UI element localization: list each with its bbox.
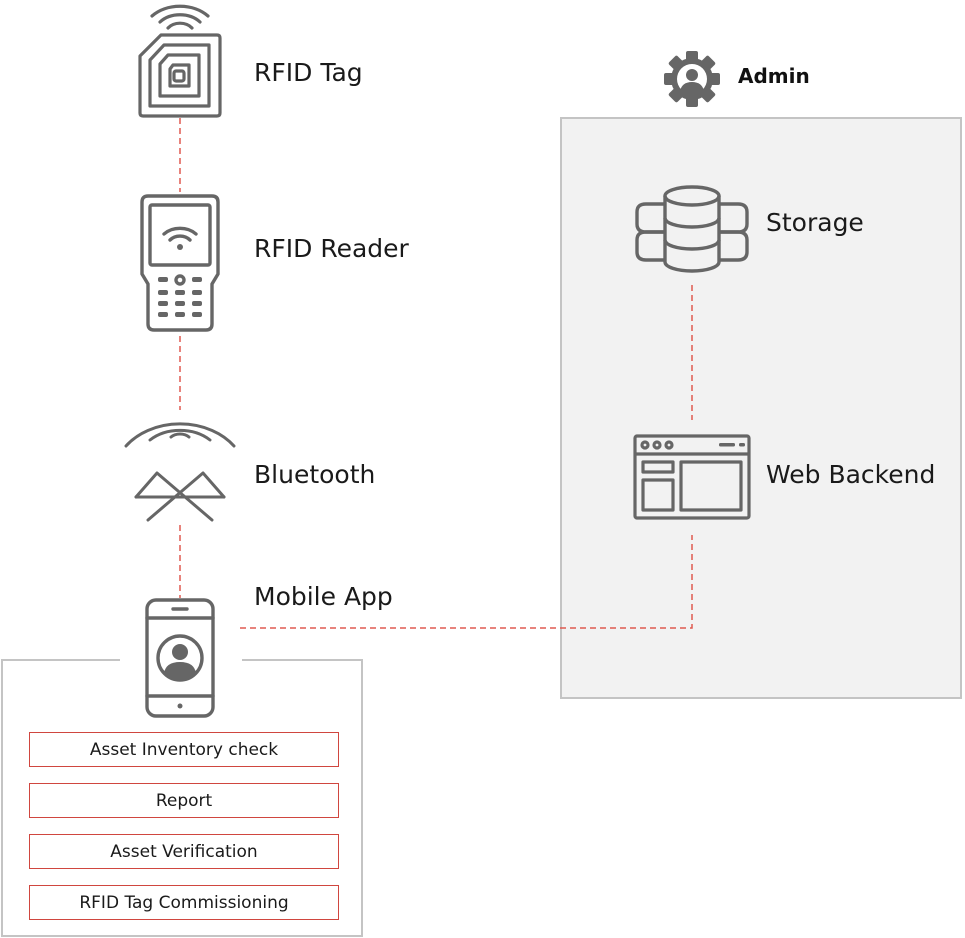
rfid-reader-icon xyxy=(140,194,220,332)
feature-rfid-tag-commissioning: RFID Tag Commissioning xyxy=(29,885,339,920)
smartphone-user-icon xyxy=(145,598,215,718)
rfid-reader-label: RFID Reader xyxy=(254,234,409,263)
feature-report: Report xyxy=(29,783,339,818)
connector-mobile-backend xyxy=(240,535,693,629)
mobile-app-label: Mobile App xyxy=(254,582,393,611)
admin-panel xyxy=(560,117,962,699)
browser-window-icon xyxy=(633,434,751,520)
bluetooth-label: Bluetooth xyxy=(254,460,376,489)
admin-label: Admin xyxy=(738,64,810,88)
rfid-tag-label: RFID Tag xyxy=(254,58,363,87)
storage-label: Storage xyxy=(766,208,864,237)
rfid-tag-icon xyxy=(138,4,222,118)
bluetooth-icon xyxy=(124,422,236,522)
feature-asset-inventory-check: Asset Inventory check xyxy=(29,732,339,767)
gear-user-icon xyxy=(664,51,720,107)
feature-asset-verification: Asset Verification xyxy=(29,834,339,869)
database-icon xyxy=(635,185,749,273)
web-backend-label: Web Backend xyxy=(766,460,936,489)
